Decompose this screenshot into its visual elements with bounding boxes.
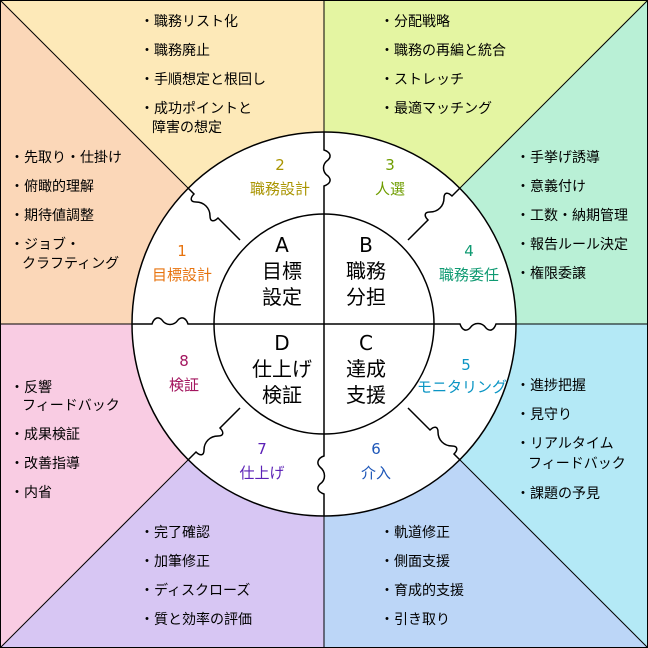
bullet-item: ・期待値調整 xyxy=(10,208,94,224)
core-c: C 達成 支援 xyxy=(346,331,386,407)
core-d-letter: D xyxy=(274,331,289,355)
step-6-number: 6 xyxy=(371,440,381,458)
core-a-line2: 設定 xyxy=(262,285,302,309)
bullet-item: クラフティング xyxy=(22,256,119,272)
bullets-step3: ・分配戦略 ・職務の再編と統合 ・ストレッチ ・最適マッチング xyxy=(380,14,506,117)
bullets-step4: ・手挙げ誘導 ・意義付け ・工数・納期管理 ・報告ルール決定 ・権限委譲 xyxy=(516,150,628,282)
core-d: D 仕上げ 検証 xyxy=(252,331,312,407)
core-d-line2: 検証 xyxy=(262,383,302,407)
bullet-item: ・工数・納期管理 xyxy=(516,208,628,224)
bullet-item: ・リアルタイム xyxy=(516,436,614,452)
bullet-item: フィードバック xyxy=(528,456,626,472)
bullet-item: ・軌道修正 xyxy=(380,525,450,541)
bullets-step5: ・進捗把握 ・見守り ・リアルタイム フィードバック ・課題の予見 xyxy=(516,378,626,502)
bullet-item: ・成功ポイントと xyxy=(140,101,252,117)
bullet-item: ・職務リスト化 xyxy=(140,14,238,30)
bullet-item: ・先取り・仕掛け xyxy=(10,150,122,166)
core-c-line2: 支援 xyxy=(346,383,386,407)
bullets-step8: ・反響 フィードバック ・成果検証 ・改善指導 ・内省 xyxy=(10,379,120,501)
bullet-item: ・内省 xyxy=(10,485,52,501)
bullet-item: ・ストレッチ xyxy=(380,72,464,88)
bullet-item: ・意義付け xyxy=(516,178,586,195)
step-2-number: 2 xyxy=(275,156,285,174)
bullets-step7: ・完了確認 ・加筆修正 ・ディスクローズ ・質と効率の評価 xyxy=(140,525,252,628)
step-1-label: 目標設計 xyxy=(152,266,212,284)
bullet-item: ・側面支援 xyxy=(380,554,450,570)
step-3-label: 人選 xyxy=(375,180,405,198)
core-a: A 目標 設定 xyxy=(262,233,302,309)
core-c-letter: C xyxy=(359,331,373,355)
step-7: 7 仕上げ xyxy=(239,440,284,482)
bullet-item: ・改善指導 xyxy=(10,456,80,472)
step-5-number: 5 xyxy=(461,356,471,374)
bullet-item: ・質と効率の評価 xyxy=(140,611,252,628)
bullets-step6: ・軌道修正 ・側面支援 ・育成的支援 ・引き取り xyxy=(380,525,464,628)
step-6-label: 介入 xyxy=(361,464,391,482)
step-6: 6 介入 xyxy=(361,440,391,482)
core-d-line1: 仕上げ xyxy=(252,357,312,381)
bullet-item: 障害の想定 xyxy=(152,120,222,136)
step-1-number: 1 xyxy=(177,242,187,260)
step-4-number: 4 xyxy=(464,242,474,260)
step-4: 4 職務委任 xyxy=(439,242,499,284)
bullet-item: ・俯瞰的理解 xyxy=(10,179,94,195)
bullets-step1: ・先取り・仕掛け ・俯瞰的理解 ・期待値調整 ・ジョブ・ クラフティング xyxy=(10,150,122,272)
step-8: 8 検証 xyxy=(169,352,199,394)
bullet-item: ・職務の再編と統合 xyxy=(380,43,506,59)
step-7-number: 7 xyxy=(257,440,267,458)
core-b-line2: 分担 xyxy=(346,285,386,309)
step-3: 3 人選 xyxy=(375,156,405,198)
bullet-item: ・成果検証 xyxy=(10,427,80,443)
ring-seams xyxy=(132,132,516,516)
bullets-step2: ・職務リスト化 ・職務廃止 ・手順想定と根回し ・成功ポイントと 障害の想定 xyxy=(140,14,266,136)
step-7-label: 仕上げ xyxy=(239,464,284,482)
bullet-item: ・育成的支援 xyxy=(380,583,464,599)
bullet-item: フィードバック xyxy=(22,398,120,414)
bullet-item: ・完了確認 xyxy=(140,525,210,541)
step-4-label: 職務委任 xyxy=(439,266,499,284)
core-b-letter: B xyxy=(359,233,373,257)
core-b-line1: 職務 xyxy=(346,259,386,283)
bullet-item: ・手挙げ誘導 xyxy=(516,150,600,166)
bullet-item: ・権限委譲 xyxy=(516,265,586,282)
bullet-item: ・ジョブ・ xyxy=(10,236,80,253)
step-1: 1 目標設計 xyxy=(152,242,212,284)
bullet-item: ・見守り xyxy=(516,407,572,423)
step-8-label: 検証 xyxy=(169,376,199,394)
core-c-line1: 達成 xyxy=(346,357,386,381)
bullet-item: ・加筆修正 xyxy=(140,554,210,570)
step-2: 2 職務設計 xyxy=(250,156,310,198)
core-a-line1: 目標 xyxy=(262,259,302,283)
bullet-item: ・引き取り xyxy=(380,612,450,628)
step-2-label: 職務設計 xyxy=(250,180,310,198)
core-b: B 職務 分担 xyxy=(346,233,386,309)
bullet-item: ・手順想定と根回し xyxy=(140,72,266,88)
bullet-item: ・最適マッチング xyxy=(380,100,492,117)
bullet-item: ・ディスクローズ xyxy=(140,582,250,599)
bullet-item: ・報告ルール決定 xyxy=(516,237,628,253)
step-8-number: 8 xyxy=(179,352,189,370)
bullet-item: ・課題の予見 xyxy=(516,486,600,502)
bullet-item: ・反響 xyxy=(10,379,52,396)
core-a-letter: A xyxy=(275,233,289,257)
bullet-item: ・分配戦略 xyxy=(380,14,450,30)
bullet-item: ・進捗把握 xyxy=(516,378,586,394)
bullet-item: ・職務廃止 xyxy=(140,42,210,59)
step-5: 5 モニタリング xyxy=(417,356,507,396)
step-3-number: 3 xyxy=(385,156,395,174)
step-5-label: モニタリング xyxy=(417,378,507,396)
